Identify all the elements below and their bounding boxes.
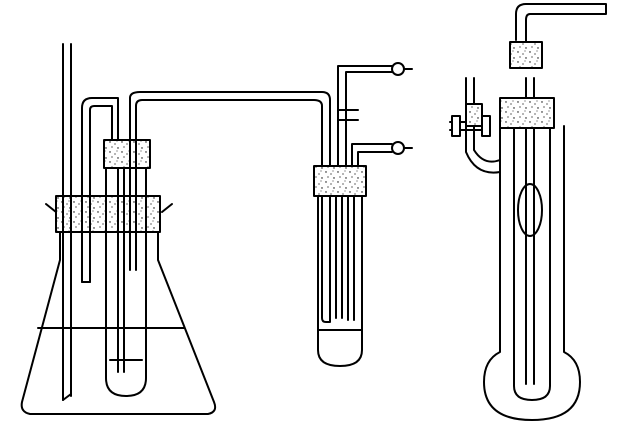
collection-test-tube [317,193,363,367]
flask-gas-tube [81,97,119,283]
long-inlet-tube [62,43,72,401]
bulb-capsule [517,183,543,237]
bulb-outer [483,125,581,421]
collection-tube-delivery [321,195,355,323]
flask-stopper [55,195,161,233]
side-arm-stopper [465,103,483,127]
side-arm [473,77,501,163]
collection-tube-stopper [313,165,367,197]
inner-tube-delivery [117,91,331,373]
inner-tube-stopper [103,139,151,169]
collection-tube-outlets [337,62,413,167]
flask-body [20,217,217,415]
bulb-inner-tube [513,125,551,401]
bulb-upper-stopper [509,41,543,69]
bulb-lower-stopper [499,97,555,129]
inner-test-tube [105,165,147,397]
